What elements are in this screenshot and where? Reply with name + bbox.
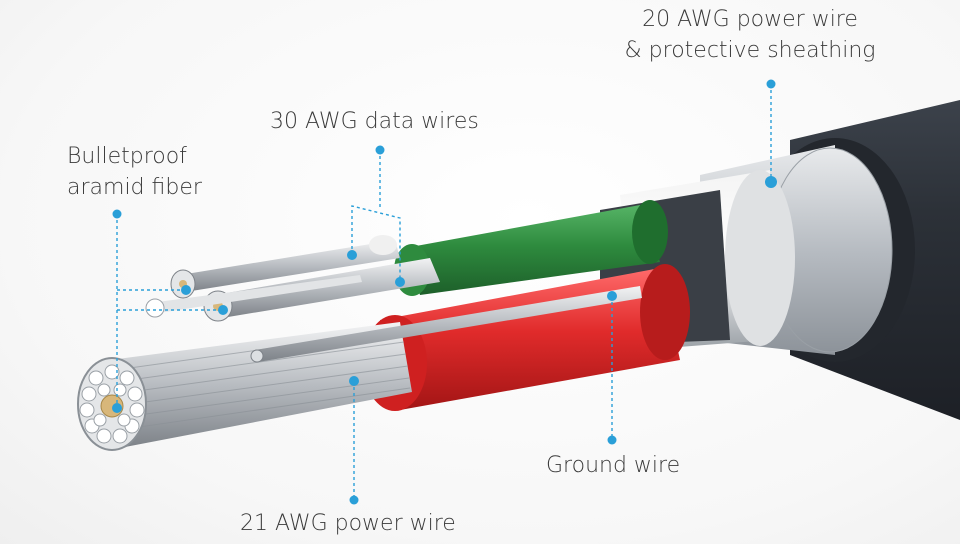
- callout-dot-ground-end: [607, 291, 617, 301]
- callout-dot-aramid-a: [181, 285, 191, 295]
- callout-dot-power20-end: [765, 176, 777, 188]
- label-power21-wire: 21 AWG power wire: [240, 511, 456, 536]
- label-aramid-fiber: Bulletproof aramid fiber: [67, 141, 202, 203]
- label-ground-wire: Ground wire: [546, 453, 681, 478]
- aramid-fiber-filament: [145, 275, 362, 318]
- callout-dot-power21-bottom: [349, 495, 359, 505]
- callout-dot-aramid-c: [112, 403, 122, 413]
- ground-wire-strand: [250, 286, 642, 363]
- callout-dot-aramid-top: [112, 209, 122, 219]
- callout-dot-aramid-b: [218, 305, 228, 315]
- callout-dot-power21-end: [349, 376, 359, 386]
- label-power20-line1: 20 AWG power wire: [642, 7, 858, 32]
- callout-dot-power20-top: [766, 79, 776, 89]
- callout-dot-data-top: [375, 145, 385, 155]
- callout-dots: [112, 79, 777, 505]
- label-data-wires: 30 AWG data wires: [270, 109, 479, 134]
- label-aramid-line1: Bulletproof: [67, 144, 187, 169]
- callout-dot-ground-bottom: [607, 435, 617, 445]
- label-power20-sheathing: 20 AWG power wire & protective sheathing: [615, 4, 885, 66]
- callout-dot-data-a: [347, 250, 357, 260]
- label-aramid-line2: aramid fiber: [67, 175, 202, 200]
- label-power20-line2: & protective sheathing: [624, 38, 876, 63]
- callout-lines: [116, 84, 772, 500]
- callout-dot-data-b: [395, 277, 405, 287]
